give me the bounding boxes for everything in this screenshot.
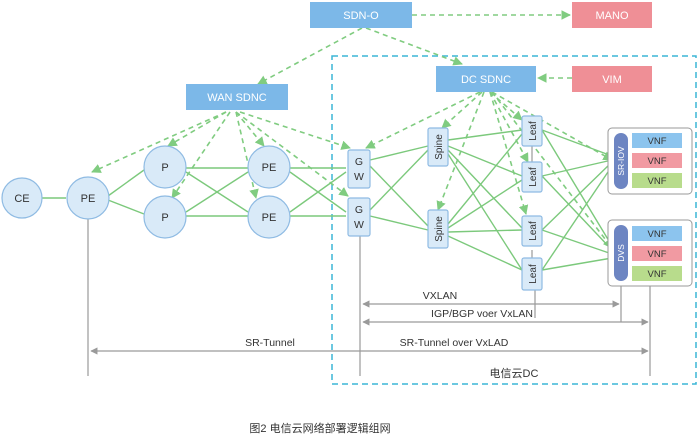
p-bottom-label: P [161,212,168,224]
leaf-2-node: Leaf [521,161,543,193]
sriov-server: SR-IOV VNF VNF VNF [607,127,693,195]
ce-label: CE [14,193,29,205]
vnf-dvs-2: VNF [648,249,667,260]
dvs-label: DVS [616,244,626,262]
control-plane-links [91,10,613,249]
p-top-node: P [143,145,187,189]
sdn-o-label: SDN-O [343,10,379,22]
vnf-dvs-1: VNF [648,229,667,240]
wan-sdnc-box: WAN SDNC [186,84,288,110]
pe-top-label: PE [262,162,277,174]
gw-top-node: G W G W [347,149,371,189]
vim-box: VIM [572,66,652,92]
vxlan-label: VXLAN [423,290,457,302]
pe-bottom-label: PE [262,212,277,224]
vnf-sriov-1: VNF [648,136,667,147]
sr-tunnel-over-label: SR-Tunnel over VxLAD [400,337,509,349]
leaf-3-node: Leaf [521,215,543,247]
pe-left-label: PE [81,193,96,205]
vnf-sriov-2: VNF [648,156,667,167]
leaf-1-node: Leaf [521,115,543,147]
vnf-sriov-3: VNF [648,176,667,187]
vnf-dvs-3: VNF [648,269,667,280]
svg-text:G: G [355,204,363,216]
sr-tunnel-label: SR-Tunnel [245,337,295,349]
spine-bottom-node: Spine [427,209,449,249]
mano-box: MANO [572,2,652,28]
dvs-server: DVS VNF VNF VNF [607,219,693,287]
pe-top-node: PE [247,145,291,189]
igp-bgp-label: IGP/BGP voer VxLAN [431,308,533,320]
leaf-3-label: Leaf [528,221,539,241]
spine-top-label: Spine [434,134,445,160]
sdn-o-box: SDN-O [310,2,412,28]
gw-bottom-node: G W G W [347,197,371,237]
svg-text:W: W [354,219,364,231]
data-plane-links [42,129,613,271]
wan-sdnc-label: WAN SDNC [207,92,267,104]
svg-text:G: G [355,156,363,168]
dc-sdnc-box: DC SDNC [436,66,536,92]
spine-top-node: Spine [427,127,449,167]
pe-left-node: PE [66,176,110,220]
svg-text:W: W [354,171,364,183]
p-top-label: P [161,162,168,174]
p-bottom-node: P [143,195,187,239]
dc-sdnc-label: DC SDNC [461,74,511,86]
tunnel-arrows [90,300,649,355]
leaf-1-label: Leaf [528,121,539,141]
leaf-4-node: Leaf [521,257,543,291]
sriov-label: SR-IOV [616,146,626,176]
vim-label: VIM [602,74,622,86]
dc-boundary [331,55,697,385]
figure-caption: 图2 电信云网络部署逻辑组网 [249,421,390,435]
leaf-4-label: Leaf [528,264,539,284]
mano-label: MANO [596,10,629,22]
ce-node: CE [1,177,43,219]
spine-bottom-label: Spine [434,216,445,242]
pe-bottom-node: PE [247,195,291,239]
leaf-2-label: Leaf [528,167,539,187]
dc-label: 电信云DC [490,367,539,380]
